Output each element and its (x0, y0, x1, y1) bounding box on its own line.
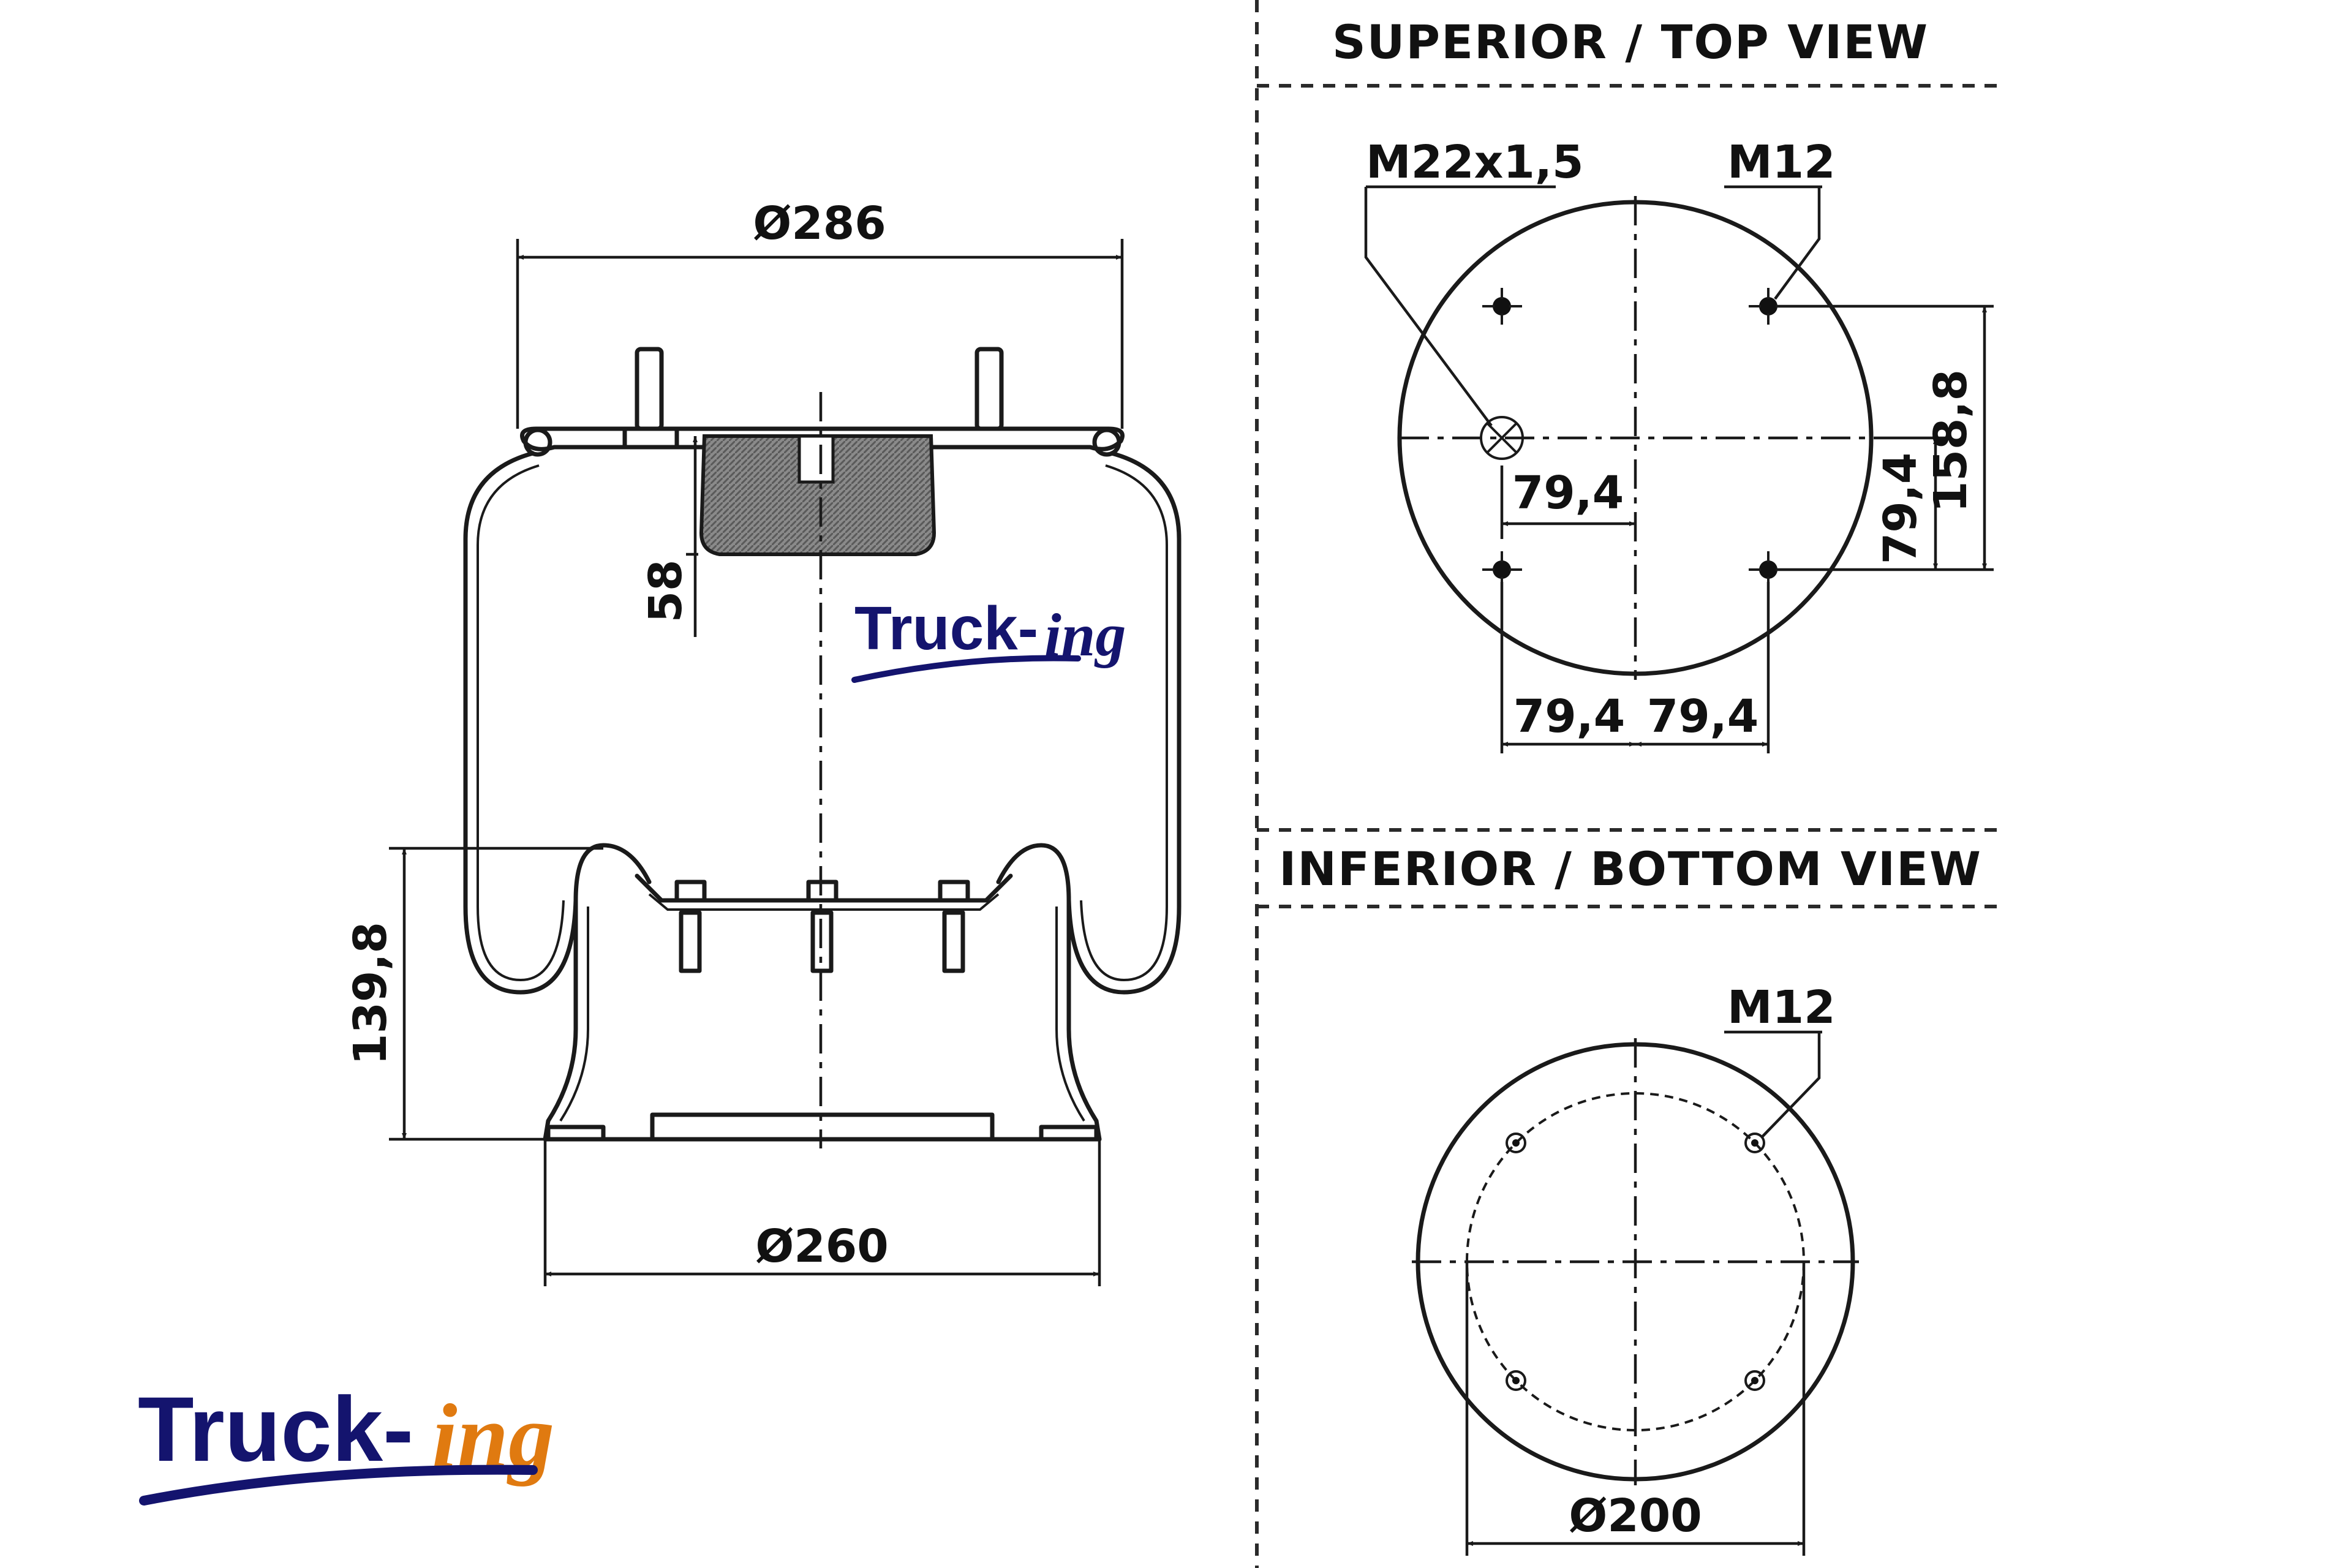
dim-bottom-right: 79,4 (1647, 690, 1759, 743)
dim-bottom-left: 79,4 (1513, 690, 1626, 743)
dim-top-diameter: Ø286 (753, 197, 886, 250)
watermark-logo: Truck- ing (851, 594, 1126, 683)
bump-stop (699, 434, 937, 556)
bump-stop-insert (797, 434, 835, 484)
piston-top-plate-inner (648, 893, 1000, 911)
label-top-stud-thread: M12 (1727, 136, 1836, 189)
company-logo: Truck- ing (138, 1378, 554, 1506)
svg-text:Truck-: Truck- (854, 594, 1038, 663)
dim-inlet-offset: 79,4 (1512, 467, 1624, 519)
bellows-inner (477, 464, 565, 982)
piston-base (546, 1112, 1099, 1142)
label-air-inlet-thread: M22x1,5 (1366, 136, 1583, 189)
bellows-inner-right (1080, 464, 1168, 982)
dim-bolt-circle-diameter: Ø200 (1569, 1490, 1702, 1542)
top-view-title: SUPERIOR / TOP VIEW (1332, 15, 1929, 69)
bellows-outer (463, 451, 652, 995)
air-inlet-symbol (1480, 416, 1524, 460)
logo-main-text: Truck- (138, 1378, 413, 1480)
dim-vertical-half: 79,4 (1874, 453, 1927, 565)
top-crimp-right (1092, 428, 1121, 457)
bottom-stud-holes (1506, 1133, 1765, 1391)
bellows-outer-right (996, 451, 1182, 995)
dim-bottom-diameter: Ø260 (755, 1220, 888, 1273)
side-view: Ø286 58 139,8 Ø260 (344, 197, 1182, 1286)
piston-body-inner (559, 907, 589, 1122)
top-crimp-left (523, 428, 552, 457)
top-view: SUPERIOR / TOP VIEW M22x1,5 M12 (1332, 15, 1994, 753)
logo-swoosh (139, 1464, 538, 1506)
piston-body (543, 898, 1102, 1142)
bottom-view-title: INFERIOR / BOTTOM VIEW (1279, 842, 1982, 896)
top-stud-right (974, 347, 1004, 431)
dim-bump-stop-height: 58 (639, 560, 692, 623)
label-bottom-stud-thread: M12 (1727, 981, 1836, 1034)
air-inlet-fitting (622, 426, 679, 450)
piston-top-plate (635, 873, 1013, 903)
dim-piston-height: 139,8 (344, 922, 397, 1065)
piston-studs (674, 880, 970, 973)
dim-vertical-full: 158,8 (1924, 369, 1977, 513)
view-separators (1255, 0, 2003, 1568)
bottom-view: INFERIOR / BOTTOM VIEW M12 Ø200 (1279, 842, 1982, 1556)
top-stud-left (635, 347, 664, 431)
